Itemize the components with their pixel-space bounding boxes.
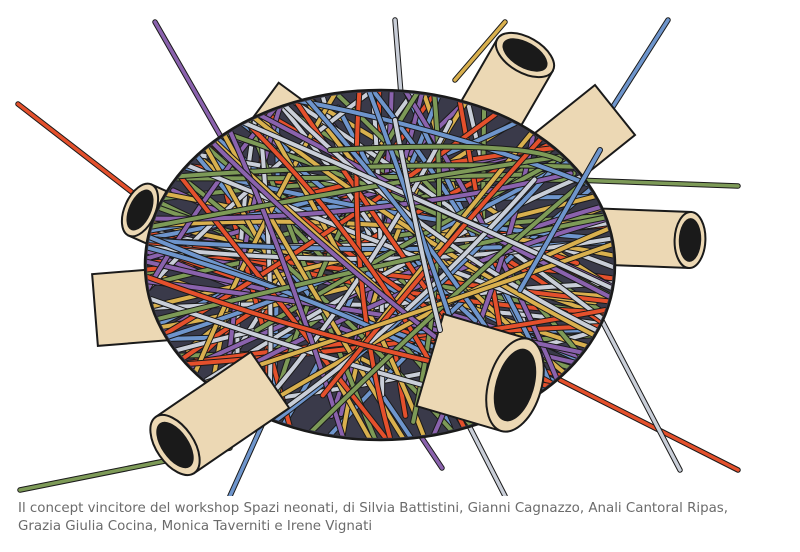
strand-yellow bbox=[453, 20, 507, 82]
tube-bottom bbox=[415, 312, 545, 433]
front-tubes bbox=[149, 312, 545, 476]
caption-line-2: Grazia Giulia Cocina, Monica Taverniti e… bbox=[18, 519, 373, 534]
yarn-ball-illustration bbox=[15, 17, 741, 496]
strand-red bbox=[558, 378, 740, 472]
over-strands bbox=[327, 117, 603, 333]
figure-caption: Il concept vincitore del workshop Spazi … bbox=[18, 500, 788, 536]
strand-lightgray bbox=[393, 118, 442, 332]
tube-bottom-left bbox=[149, 350, 291, 476]
strand-green bbox=[328, 144, 562, 162]
strand-blue bbox=[518, 148, 602, 292]
caption-line-1: Il concept vincitore del workshop Spazi … bbox=[18, 501, 729, 516]
